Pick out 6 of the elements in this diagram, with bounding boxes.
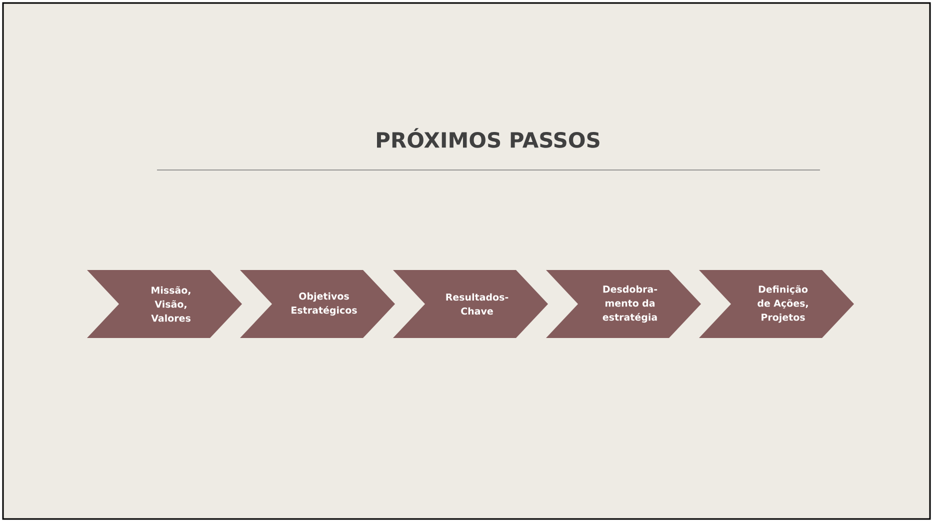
process-step: Desdobra-mento da estratégia (546, 270, 701, 338)
process-step: Definição de Ações, Projetos (699, 270, 854, 338)
title: PRÓXIMOS PASSOS (377, 128, 600, 148)
process-step: Objetivos Estratégicos (240, 270, 395, 338)
process-step: Resultados-Chave (393, 270, 548, 338)
process-step: Missão, Visão, Valores (87, 270, 242, 338)
